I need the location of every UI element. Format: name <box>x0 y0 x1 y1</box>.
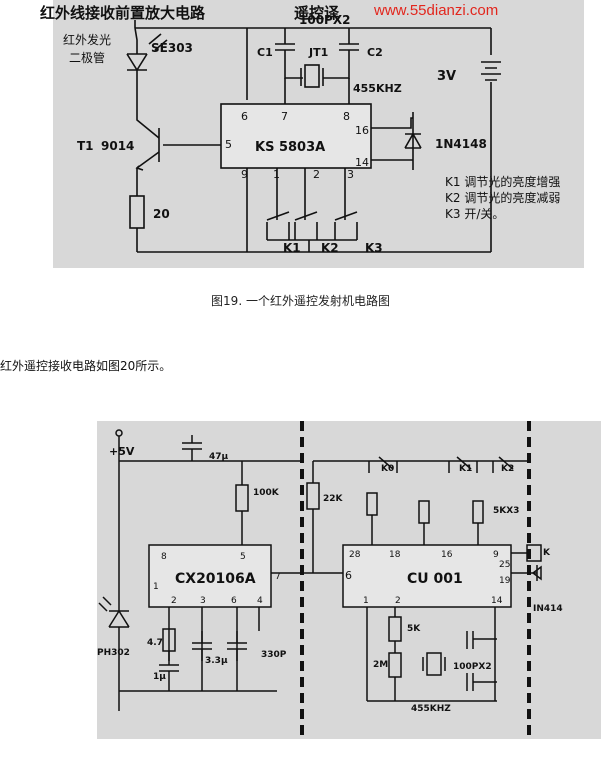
resistor-label: 20 <box>153 207 170 221</box>
r-5k-label: 5K <box>407 624 421 634</box>
figure-20-caption: 红外线接收前置放大电路 遥控译 www.55dianzi.com <box>0 0 503 24</box>
switch-k2-label: K2 <box>501 464 514 474</box>
pin-9-label: 9 <box>241 168 248 181</box>
ic-cu001-label: CU 001 <box>407 571 463 587</box>
ic2-pin6-label: 6 <box>345 569 352 582</box>
transistor-ref-label: T1 <box>77 139 94 153</box>
cap-1u-label: 1μ <box>153 672 166 682</box>
photodiode-label: PH302 <box>97 648 130 658</box>
ic-label: KS 5803A <box>255 140 325 155</box>
note-k2: K2 调节光的亮度减弱 <box>445 190 560 205</box>
figure-19-caption: 图19. 一个红外遥控发射机电路图 <box>211 294 390 308</box>
led-part-label: SE303 <box>151 41 193 55</box>
receiver-schematic: +5V 47μ 100K 22K K0 K1 K2 5KX3 CX20106A … <box>97 421 601 739</box>
pin-7-label: 7 <box>281 110 288 123</box>
ic1-pin8-label: 8 <box>161 552 167 562</box>
battery-label: 3V <box>437 69 456 84</box>
r-k-label: K <box>543 548 551 558</box>
c1-label: C1 <box>257 46 273 59</box>
ic2-pin19-label: 19 <box>499 576 511 586</box>
cap-330p-label: 330P <box>261 650 287 660</box>
c2-label: C2 <box>367 46 383 59</box>
ic2-pin18-label: 18 <box>389 550 401 560</box>
led-name-label-2: 二极管 <box>69 50 105 65</box>
transmitter-schematic: 100PX2 红外发光 二极管 SE303 C1 JT1 C2 455KHZ 3… <box>53 0 584 268</box>
ic2-pin25-label: 25 <box>499 560 510 570</box>
cap-47u-label: 47μ <box>209 452 229 462</box>
pin-2-label: 2 <box>313 168 320 181</box>
caption-preamp: 红外线接收前置放大电路 <box>40 4 206 22</box>
ic2-pin14-label: 14 <box>491 596 503 606</box>
pin-1-label: 1 <box>273 168 280 181</box>
cap-top-label: 100PX2 <box>299 13 350 27</box>
switch-k3-label: K3 <box>365 241 383 255</box>
note-k3: K3 开/关。 <box>445 207 504 221</box>
switch-k0-label: K0 <box>381 464 394 474</box>
ic1-pin4-label: 4 <box>257 596 263 606</box>
ic2-pin28-label: 28 <box>349 550 361 560</box>
switch-k1-label: K1 <box>283 241 301 255</box>
ic1-pin3-label: 3 <box>200 596 206 606</box>
pin-16-label: 16 <box>355 124 369 137</box>
r-22k-label: 22K <box>323 494 344 504</box>
ic2-pin2-label: 2 <box>395 596 401 606</box>
ic2-pin9-label: 9 <box>493 550 499 560</box>
watermark-text: www.55dianzi.com <box>374 2 499 19</box>
pin-5-label: 5 <box>225 138 232 151</box>
r-2m-label: 2M <box>373 660 388 670</box>
ic1-pin5-label: 5 <box>240 552 246 562</box>
r-4-7-label: 4.7 <box>147 638 163 648</box>
vcc-label: +5V <box>109 445 135 458</box>
r-100k-label: 100K <box>253 488 280 498</box>
diode-in414-label: IN414 <box>533 604 563 614</box>
crystal-label: 455KHZ <box>353 82 402 95</box>
ic1-pin2-label: 2 <box>171 596 177 606</box>
pin-8-label: 8 <box>343 110 350 123</box>
pin-3-label: 3 <box>347 168 354 181</box>
ic1-pin6-label: 6 <box>231 596 237 606</box>
cap-100px2-label: 100PX2 <box>453 662 492 672</box>
cap-3-3u-label: 3.3μ <box>205 656 228 666</box>
pin-6-label: 6 <box>241 110 248 123</box>
r-5kx3-label: 5KX3 <box>493 506 519 516</box>
ic-cx20106a-label: CX20106A <box>175 571 256 587</box>
switch-k2-label: K2 <box>321 241 339 255</box>
caption-decoder: 遥控译 <box>294 4 340 22</box>
pin-14-label: 14 <box>355 156 369 169</box>
ic2-pin16-label: 16 <box>441 550 453 560</box>
xtal-455khz-label: 455KHZ <box>411 704 451 714</box>
intro-text: 红外遥控接收电路如图20所示。 <box>0 359 172 373</box>
transistor-part-label: 9014 <box>101 139 134 153</box>
jt1-label: JT1 <box>308 46 328 59</box>
led-name-label: 红外发光 <box>63 32 111 47</box>
note-k1: K1 调节光的亮度增强 <box>445 174 560 189</box>
switch-k1-label: K1 <box>459 464 472 474</box>
diode-label: 1N4148 <box>435 137 487 151</box>
ic1-pin7-label: 7 <box>275 572 281 582</box>
ic1-pin1-label: 1 <box>153 582 159 592</box>
ic2-pin1-label: 1 <box>363 596 369 606</box>
